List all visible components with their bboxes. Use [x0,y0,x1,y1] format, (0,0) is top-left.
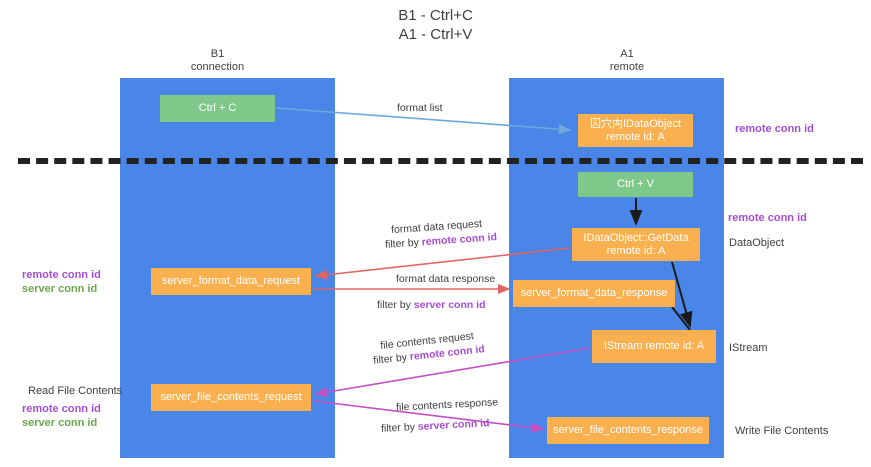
node-server-format-data-response[interactable]: server_format_data_response [513,280,675,307]
column-header-a1: A1 remote [609,48,645,73]
column-header-b1: B1 connection [190,48,245,73]
annotation-server-conn-id: server conn id [22,283,98,295]
filter-key-server-conn-id: server conn id [417,417,490,433]
node-idataobject-getdata[interactable]: IDataObject::GetData remote id: A [572,228,700,261]
filter-prefix: filter by [377,299,414,311]
label-format-data-response-filter: filter by server conn id [377,298,486,312]
annotation-read-file-contents: Read File Contents [28,385,123,397]
divider-dashed [18,158,863,164]
filter-key-server-conn-id: server conn id [413,299,486,311]
annotation-remote-conn-id-top: remote conn id [735,123,814,135]
annotation-write-file-contents: Write File Contents [735,425,829,437]
node-ctrl-c[interactable]: Ctrl + C [160,95,275,122]
page-title: B1 - Ctrl+C A1 - Ctrl+V [398,7,473,43]
annotation-left-conn-ids-bottom: remote conn id server conn id [22,402,101,430]
annotation-dataobject: DataObject [729,237,785,249]
annotation-istream: IStream [729,342,768,354]
filter-prefix: filter by [380,420,419,435]
annotation-remote-conn-id: remote conn id [22,269,101,281]
node-ctrl-v[interactable]: Ctrl + V [578,172,693,197]
label-file-contents-response-filter: filter by server conn id [381,416,490,436]
filter-prefix: filter by [372,351,411,367]
label-format-data-response: format data response [396,273,496,285]
node-server-format-data-request[interactable]: server_format_data_request [151,268,311,295]
node-istream[interactable]: IStream remote id: A [592,330,716,363]
annotation-remote-conn-id-mid: remote conn id [728,212,807,224]
filter-prefix: filter by [384,236,423,251]
annotation-remote-conn-id: remote conn id [22,403,101,415]
filter-key-remote-conn-id: remote conn id [421,231,498,249]
label-file-contents-response: file contents response [395,396,499,414]
annotation-left-conn-ids-top: remote conn id server conn id [22,268,101,296]
node-server-file-contents-request[interactable]: server_file_contents_request [151,384,311,411]
node-idataobject[interactable]: 囚⽳⽱IDataObject remote id: A [578,114,693,147]
node-server-file-contents-response[interactable]: server_file_contents_response [547,417,709,444]
annotation-server-conn-id: server conn id [22,417,98,429]
label-format-list: format list [397,102,443,114]
